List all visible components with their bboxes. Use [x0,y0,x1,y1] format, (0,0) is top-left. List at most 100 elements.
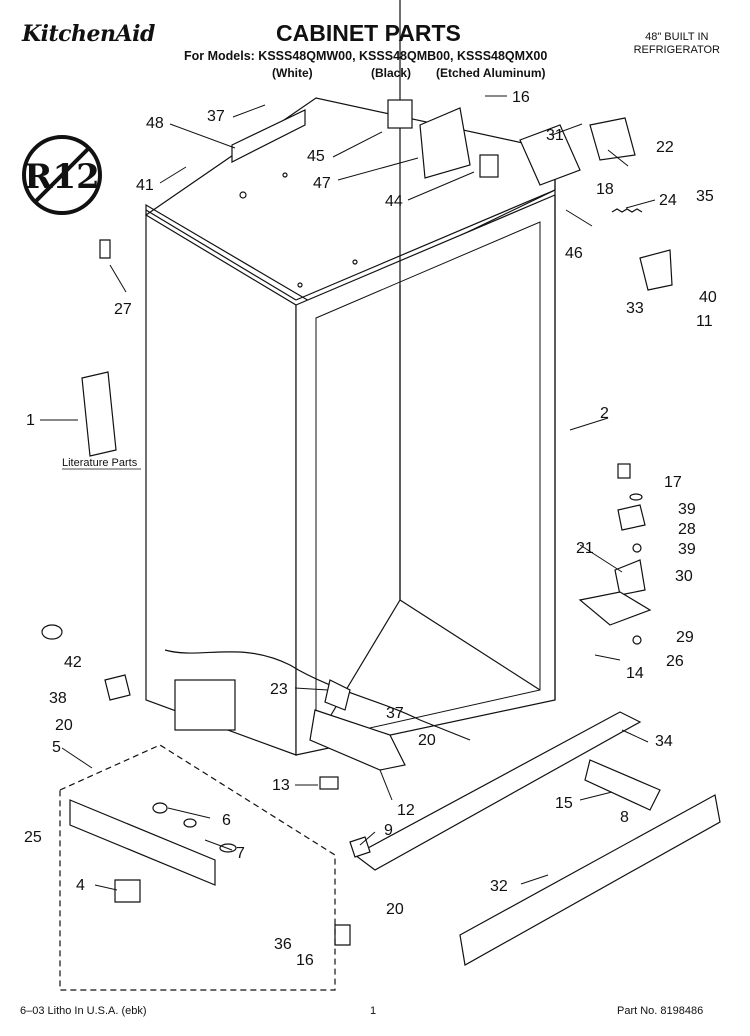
leader-lines [40,95,656,891]
part-23 [324,679,351,711]
callout: 14 [626,665,644,682]
callout: 41 [136,177,154,194]
callout: 34 [655,733,673,750]
callout: 11 [696,313,713,330]
part-1-literature [81,371,117,457]
callout: 20 [386,901,404,918]
callout: 44 [385,193,403,210]
part-48-bracket [231,109,306,163]
callout: 36 [274,936,292,953]
callout: 24 [659,192,677,209]
callout: 30 [675,568,693,585]
part-28 [617,504,646,531]
part-18-hinge [589,117,636,161]
variant-etched: (Etched Aluminum) [436,66,546,80]
callout: 17 [664,474,682,491]
callout: 35 [696,188,714,205]
callout: 38 [49,690,67,707]
callout: 47 [313,175,331,192]
callout: 28 [678,521,696,538]
brand-logo: KitchenAid [22,21,155,47]
callout: 25 [24,829,42,846]
part-15-tube [584,759,661,811]
part-27-clip [99,239,111,259]
page-number: 1 [370,1005,377,1017]
part-21 [614,559,646,596]
page-title: CABINET PARTS [276,20,461,46]
part-44 [479,154,499,178]
callout: 9 [384,822,393,839]
part-5-base-rail [69,799,216,886]
part-6-grommet-b [183,818,197,828]
part-6-grommet [152,802,168,814]
callout: 37 [207,108,225,125]
callout: 29 [676,629,694,646]
variant-black: (Black) [371,66,412,80]
callout: 4 [76,877,85,894]
callout: 37 [386,705,404,722]
callout: 2 [600,405,609,422]
callout: 20 [418,732,436,749]
callout: 7 [236,845,245,862]
callout: 46 [565,245,583,262]
part-31-plate [519,124,581,186]
callout: 39 [678,501,696,518]
part-4 [114,879,141,903]
part-7 [219,843,237,853]
part-47 [419,107,471,179]
callout: 5 [52,739,61,756]
callout: 45 [307,148,325,165]
part-12-duct [309,709,406,771]
callout: 27 [114,301,132,318]
callout: 39 [678,541,696,558]
models-line: For Models: KSSS48QMW00, KSSS48QMB00, KS… [184,49,548,63]
part-42 [41,624,63,640]
callout: 1 [26,412,35,429]
callout: 20 [55,717,73,734]
part-39-washer-b [632,543,642,553]
callout: 13 [272,777,290,794]
compressor-assembly [174,679,236,731]
part-36 [334,924,351,946]
variant-white: (White) [272,66,313,80]
callout: 33 [626,300,644,317]
callout: 31 [546,127,564,144]
callout: 6 [222,812,231,829]
callout: 26 [666,653,684,670]
callout: 32 [490,878,508,895]
part-38 [104,674,131,701]
callout: 16 [512,89,530,106]
appliance-type: 48" BUILT IN REFRIGERATOR [634,31,720,57]
literature-parts-label: Literature Parts [62,457,138,469]
callout: 15 [555,795,573,812]
callout: 48 [146,115,164,132]
callout: 12 [397,802,415,819]
callout: 18 [596,181,614,198]
litho-note: 6–03 Litho In U.S.A. (ebk) [20,1005,147,1017]
part-24-spring [611,208,643,213]
part-39-washer [629,493,643,501]
callout: 16 [296,952,314,969]
part-9 [349,836,371,858]
part-13 [319,776,339,790]
appliance-type-line2: REFRIGERATOR [633,44,720,56]
part-34-grille [353,711,642,871]
part-26 [632,635,642,645]
part-number: Part No. 8198486 [617,1005,704,1017]
part-45 [387,99,413,129]
part-29-plate [578,591,652,626]
no-r12-badge: R12 [22,135,102,215]
callout: 23 [270,681,288,698]
callout-labels: 1 2 4 5 6 7 8 9 11 12 13 14 15 16 16 17 … [24,89,717,969]
part-33-bracket [639,249,673,291]
cutaway-edge [164,649,471,741]
callout: 40 [699,289,717,306]
part-32-kickplate [459,794,721,966]
callout: 21 [576,540,594,557]
appliance-type-line1: 48" BUILT IN [645,31,709,43]
callout: 22 [656,139,674,156]
part-17 [617,463,631,479]
callout: 8 [620,809,629,826]
base-enclosure-outline [59,744,336,991]
